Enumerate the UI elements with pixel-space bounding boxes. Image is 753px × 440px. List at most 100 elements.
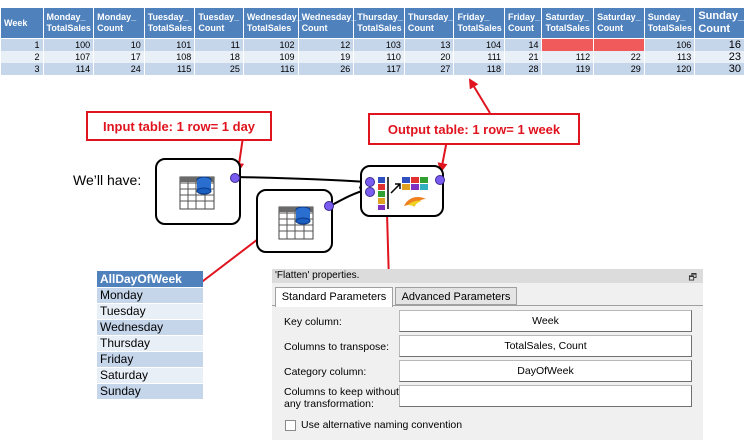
tab-standard-parameters[interactable]: Standard Parameters xyxy=(275,287,393,307)
column-header: Friday_TotalSales xyxy=(453,7,506,39)
table-cell: 103 xyxy=(353,38,405,51)
table-cell: 114 xyxy=(42,63,95,75)
table-cell: 19 xyxy=(297,51,355,63)
output-table-callout: Output table: 1 row= 1 week xyxy=(368,113,580,145)
output-port[interactable] xyxy=(230,173,240,183)
table-cell: 112 xyxy=(541,51,595,63)
table-cell: 106 xyxy=(643,38,696,51)
table-cell: 10 xyxy=(93,38,145,51)
column-header: Sunday_Count xyxy=(694,7,745,39)
table-cell: 29 xyxy=(593,63,645,75)
table-cell: 117 xyxy=(353,63,405,75)
input-table-callout: Input table: 1 row= 1 day xyxy=(86,111,272,141)
category-column-field[interactable]: DayOfWeek xyxy=(399,360,692,382)
table-cell: 12 xyxy=(297,38,355,51)
table-cell: 100 xyxy=(42,38,95,51)
table-cell: 110 xyxy=(353,51,405,63)
param-label-category-column: Category column: xyxy=(284,366,367,378)
list-item: Thursday xyxy=(97,336,203,352)
column-header: Saturday_TotalSales xyxy=(541,7,595,39)
list-header: AllDayOfWeek xyxy=(97,271,203,288)
alternative-naming-label: Use alternative naming convention xyxy=(301,419,463,431)
table-cell: 1 xyxy=(0,38,44,51)
table-cell: 101 xyxy=(143,38,196,51)
column-header: Friday_Count xyxy=(504,7,543,39)
table-cell: 113 xyxy=(643,51,696,63)
table-cell: 26 xyxy=(297,63,355,75)
column-header: Monday_TotalSales xyxy=(42,7,95,39)
table-cell: 118 xyxy=(453,63,506,75)
input-port-1[interactable] xyxy=(365,177,375,187)
table-cell: 111 xyxy=(453,51,506,63)
table-cell: 11 xyxy=(194,38,244,51)
column-header: Wednesday_Count xyxy=(297,7,356,39)
table-cell: 16 xyxy=(694,38,745,51)
table-cell: 13 xyxy=(403,38,455,51)
table-cell: 115 xyxy=(143,63,196,75)
param-label-columns-to-keep: Columns to keep without any transformati… xyxy=(284,386,399,410)
database-table-icon xyxy=(278,206,314,240)
table-cell: 28 xyxy=(504,63,543,75)
data-connection-1 xyxy=(235,176,370,187)
table-cell: 14 xyxy=(504,38,543,51)
restore-window-icon[interactable]: 🗗 xyxy=(688,272,697,282)
column-header: Monday_Count xyxy=(93,7,145,39)
list-item: Friday xyxy=(97,352,203,368)
database-table-icon xyxy=(179,176,215,210)
missing-value-cell xyxy=(593,38,645,51)
alternative-naming-checkbox[interactable] xyxy=(285,420,296,431)
param-label-key-column: Key column: xyxy=(284,316,342,328)
param-label-columns-to-transpose: Columns to transpose: xyxy=(284,341,390,353)
table-cell: 24 xyxy=(93,63,145,75)
column-header: Wednesday_TotalSales xyxy=(242,7,302,39)
table-cell: 17 xyxy=(93,51,145,63)
list-item: Monday xyxy=(97,288,203,304)
column-header: Week xyxy=(0,7,44,39)
column-header: Sunday_TotalSales xyxy=(643,7,696,39)
missing-value-cell xyxy=(541,38,595,51)
table-cell: 102 xyxy=(242,38,299,51)
column-header: Tuesday_TotalSales xyxy=(143,7,196,39)
table-cell: 23 xyxy=(694,51,745,63)
input-port-2[interactable] xyxy=(365,187,375,197)
table-cell: 27 xyxy=(403,63,455,75)
list-item: Sunday xyxy=(97,384,203,400)
table-cell: 120 xyxy=(643,63,696,75)
table-cell: 107 xyxy=(42,51,95,63)
key-column-field[interactable]: Week xyxy=(399,310,692,332)
tab-advanced-parameters[interactable]: Advanced Parameters xyxy=(395,287,517,305)
list-item: Wednesday xyxy=(97,320,203,336)
tab-divider xyxy=(272,305,703,306)
table-cell: 30 xyxy=(694,63,745,75)
table-cell: 119 xyxy=(541,63,595,75)
category-table-node[interactable] xyxy=(256,189,334,253)
table-cell: 21 xyxy=(504,51,543,63)
table-cell: 18 xyxy=(194,51,244,63)
output-port[interactable] xyxy=(324,201,334,211)
column-header: Tuesday_Count xyxy=(194,7,244,39)
column-header: Thursday_Count xyxy=(403,7,455,39)
flatten-node[interactable] xyxy=(360,165,445,217)
columns-to-transpose-field[interactable]: TotalSales, Count xyxy=(399,335,692,357)
flatten-transform-icon xyxy=(378,177,428,210)
we-have-label: We’ll have: xyxy=(73,172,142,188)
output-port[interactable] xyxy=(435,175,445,185)
table-cell: 116 xyxy=(242,63,299,75)
output-callout-to-table-arrow xyxy=(468,78,491,114)
output-callout-to-node-arrow xyxy=(437,139,448,173)
list-item: Tuesday xyxy=(97,304,203,320)
table-cell: 109 xyxy=(242,51,299,63)
column-header: Saturday_Count xyxy=(593,7,645,39)
column-header: Thursday_TotalSales xyxy=(353,7,405,39)
columns-to-keep-field[interactable] xyxy=(399,385,692,407)
list-item: Saturday xyxy=(97,368,203,384)
table-cell: 108 xyxy=(143,51,196,63)
table-cell: 22 xyxy=(593,51,645,63)
input-table-node[interactable] xyxy=(155,158,241,225)
